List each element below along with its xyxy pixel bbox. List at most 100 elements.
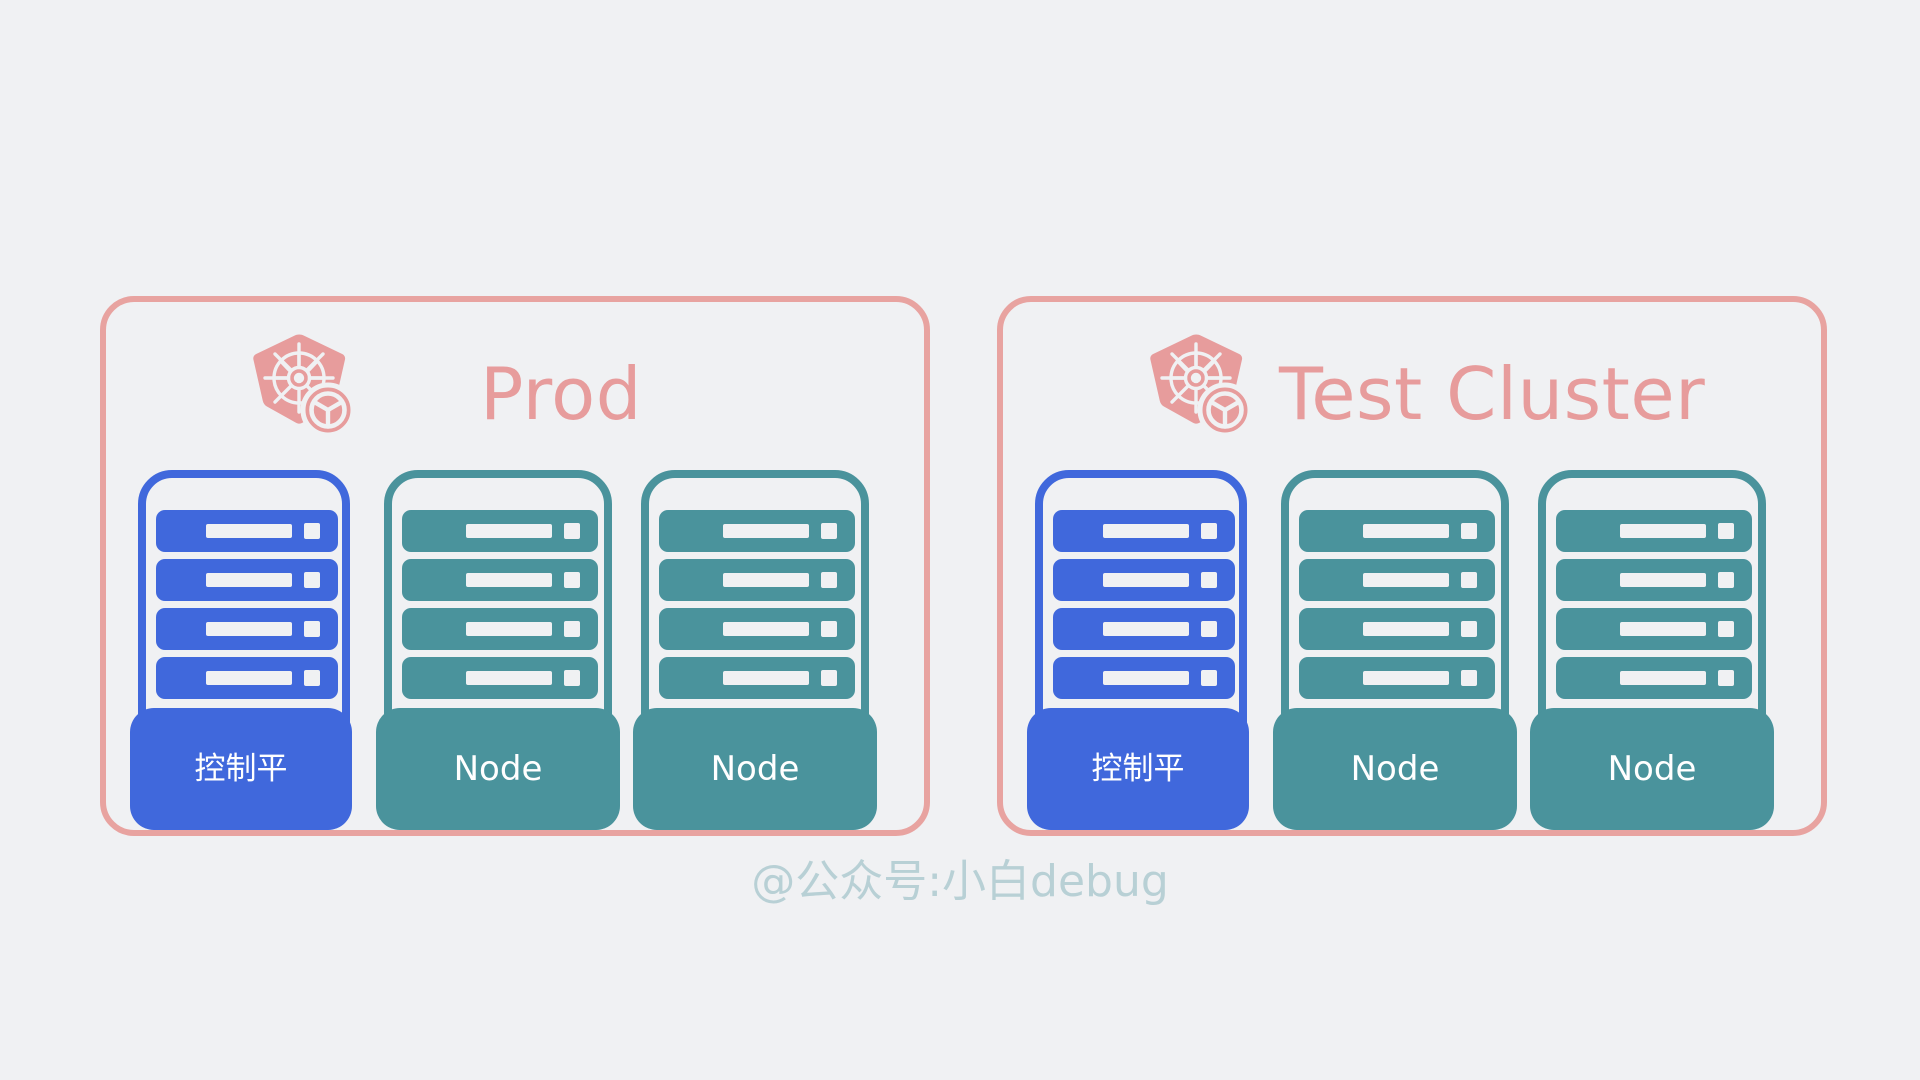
cluster-prod: Prod 控制平 (100, 296, 930, 836)
rack-slot (1556, 510, 1752, 552)
cluster-test-header: Test Cluster (1003, 324, 1821, 464)
rack-slot-led-icon (564, 572, 580, 588)
rack-slot-bar (723, 524, 809, 538)
rack-slot-bar (1103, 524, 1189, 538)
rack-slot-led-icon (1718, 572, 1734, 588)
cluster-prod-header: Prod (106, 324, 924, 464)
rack-slot (1053, 510, 1235, 552)
rack-slot-bar (1363, 573, 1449, 587)
rack-slot-bar (466, 524, 552, 538)
rack-slot-bar (1363, 671, 1449, 685)
machine-label-plate: Node (1273, 708, 1517, 830)
machine-label-plate: Node (633, 708, 877, 830)
machine-node-test-1[interactable]: Node (1273, 470, 1517, 830)
rack-slot-led-icon (1201, 572, 1217, 588)
rack-slot (1053, 608, 1235, 650)
rack-slot-bar (1103, 622, 1189, 636)
machine-slots (659, 510, 855, 699)
machine-label-plate: Node (376, 708, 620, 830)
rack-slot (1053, 559, 1235, 601)
rack-slot-bar (206, 524, 292, 538)
kubernetes-logo-icon (234, 330, 362, 458)
rack-slot-led-icon (1718, 523, 1734, 539)
rack-slot-led-icon (821, 670, 837, 686)
rack-slot (156, 510, 338, 552)
machine-control-plane-prod[interactable]: 控制平 (130, 470, 374, 830)
kubernetes-logo-icon (1131, 330, 1259, 458)
machine-label-plate: 控制平 (130, 708, 352, 830)
rack-slot-led-icon (1461, 670, 1477, 686)
rack-slot-led-icon (564, 670, 580, 686)
cluster-test-title: Test Cluster (1279, 352, 1706, 436)
machine-slots (1556, 510, 1752, 699)
rack-slot (1053, 657, 1235, 699)
rack-slot (1299, 657, 1495, 699)
rack-slot-led-icon (1461, 523, 1477, 539)
rack-slot-led-icon (304, 670, 320, 686)
machine-control-plane-test[interactable]: 控制平 (1027, 470, 1271, 830)
rack-slot (1299, 559, 1495, 601)
rack-slot (659, 608, 855, 650)
rack-slot-led-icon (1461, 621, 1477, 637)
rack-slot-bar (466, 573, 552, 587)
cluster-test-machines: 控制平 Node (1003, 470, 1821, 830)
rack-slot-bar (723, 671, 809, 685)
machine-label: Node (453, 749, 543, 789)
machine-label: Node (1350, 749, 1440, 789)
rack-slot (1299, 608, 1495, 650)
rack-slot-bar (466, 671, 552, 685)
rack-slot-bar (1620, 524, 1706, 538)
watermark-text: @公众号:小白debug (751, 856, 1169, 907)
rack-slot-bar (723, 622, 809, 636)
rack-slot-bar (1103, 573, 1189, 587)
rack-slot-led-icon (1461, 572, 1477, 588)
machine-label: Node (1607, 749, 1697, 789)
cluster-prod-title: Prod (480, 352, 642, 436)
rack-slot (402, 510, 598, 552)
rack-slot (1556, 657, 1752, 699)
cluster-test: Test Cluster 控制平 (997, 296, 1827, 836)
rack-slot-bar (206, 573, 292, 587)
rack-slot-led-icon (821, 572, 837, 588)
rack-slot-bar (206, 671, 292, 685)
rack-slot (402, 608, 598, 650)
rack-slot (1556, 559, 1752, 601)
rack-slot (156, 608, 338, 650)
rack-slot-led-icon (304, 621, 320, 637)
rack-slot-led-icon (1718, 621, 1734, 637)
rack-slot (659, 559, 855, 601)
machine-slots (1053, 510, 1235, 699)
rack-slot-led-icon (304, 523, 320, 539)
machine-node-test-2[interactable]: Node (1530, 470, 1774, 830)
rack-slot-bar (1620, 671, 1706, 685)
rack-slot-led-icon (1718, 670, 1734, 686)
machine-label: Node (710, 749, 800, 789)
machine-slots (156, 510, 338, 699)
rack-slot-bar (1363, 524, 1449, 538)
rack-slot (156, 657, 338, 699)
rack-slot-led-icon (564, 621, 580, 637)
rack-slot-bar (723, 573, 809, 587)
machine-node-prod-2[interactable]: Node (633, 470, 877, 830)
rack-slot (659, 510, 855, 552)
rack-slot-led-icon (821, 621, 837, 637)
machine-slots (1299, 510, 1495, 699)
machine-label-plate: 控制平 (1027, 708, 1249, 830)
machine-label: 控制平 (194, 750, 288, 787)
rack-slot-bar (1620, 622, 1706, 636)
machine-label: 控制平 (1091, 750, 1185, 787)
rack-slot-led-icon (821, 523, 837, 539)
rack-slot-bar (206, 622, 292, 636)
rack-slot-led-icon (1201, 621, 1217, 637)
rack-slot (402, 559, 598, 601)
rack-slot-bar (1103, 671, 1189, 685)
rack-slot-led-icon (564, 523, 580, 539)
rack-slot (1299, 510, 1495, 552)
rack-slot (402, 657, 598, 699)
rack-slot-led-icon (1201, 670, 1217, 686)
machine-node-prod-1[interactable]: Node (376, 470, 620, 830)
rack-slot-led-icon (1201, 523, 1217, 539)
rack-slot-led-icon (304, 572, 320, 588)
rack-slot (156, 559, 338, 601)
